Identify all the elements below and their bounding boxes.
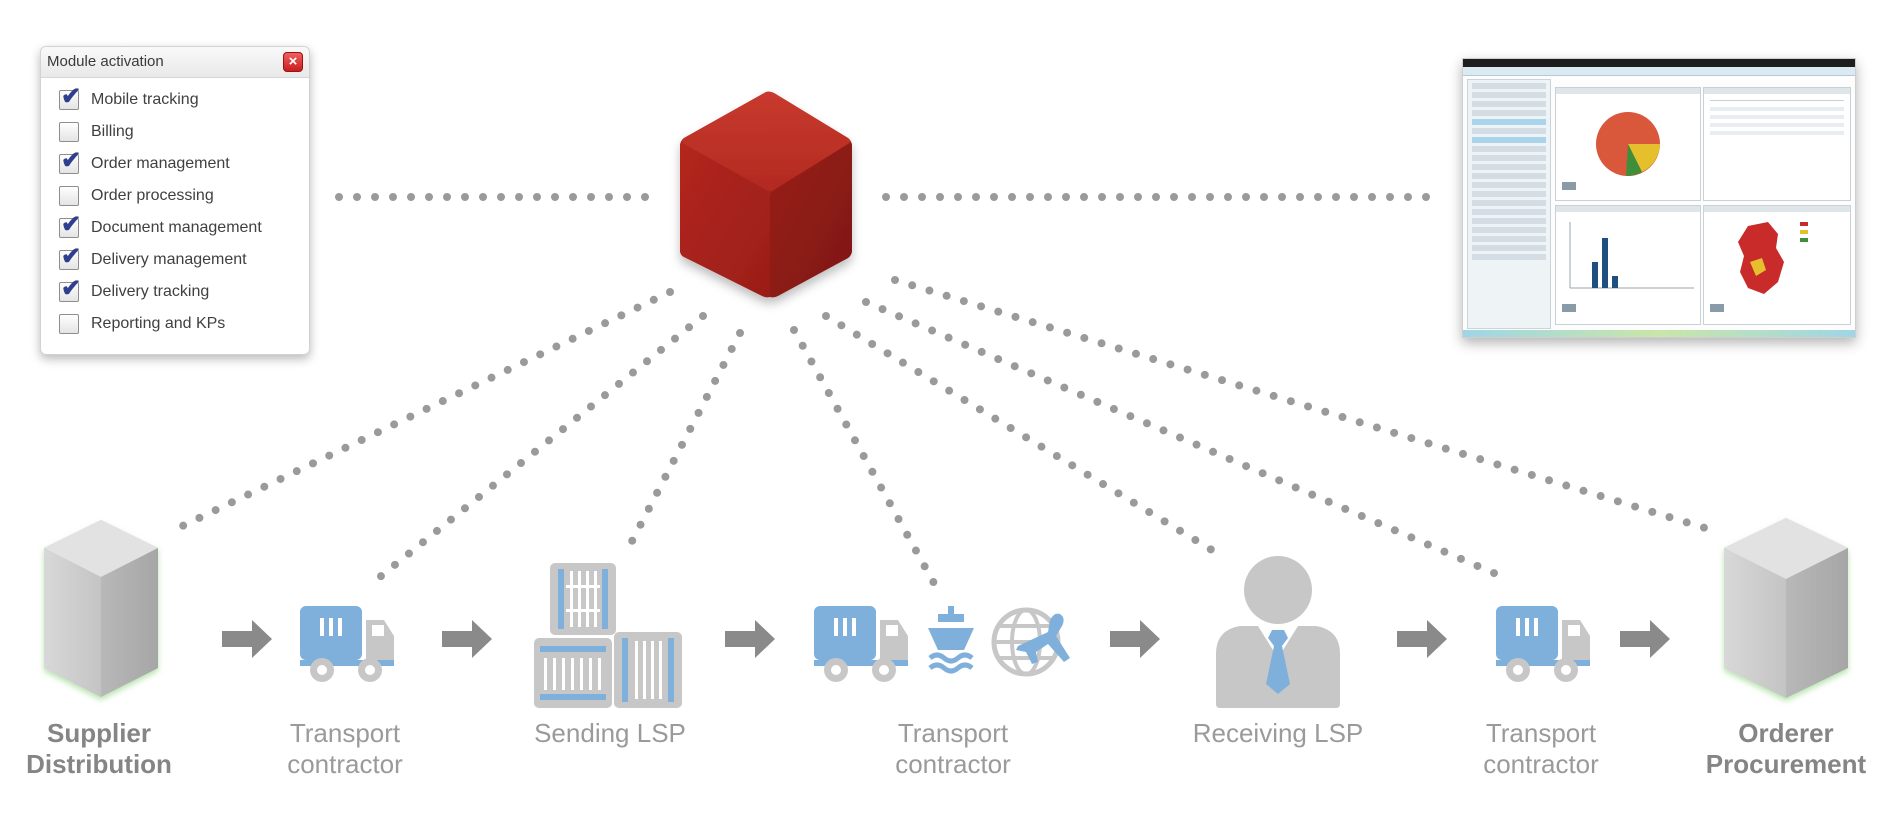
module-list: ✔ Mobile tracking Billing ✔ Order manage… [41, 78, 309, 340]
line-to-receiving-lsp [822, 312, 1229, 562]
dashboard-menubar [1463, 67, 1855, 76]
label-supplier: Supplier Distribution [14, 718, 184, 780]
truck-icon-1 [300, 606, 394, 682]
label-line: Transport [897, 718, 1009, 748]
module-label: Reporting and KPs [91, 315, 226, 332]
arrow-right-icon [1110, 620, 1160, 658]
label-line: contractor [1483, 749, 1599, 779]
label-transport-1: Transport contractor [260, 718, 430, 780]
panel-header: Module activation × [41, 47, 309, 78]
arrow-right-icon [1620, 620, 1670, 658]
label-line: contractor [895, 749, 1011, 779]
arrow-right-icon [725, 620, 775, 658]
truck-icon-3 [1496, 606, 1590, 682]
dashboard-titlebar [1463, 59, 1855, 67]
label-line: Supplier [46, 718, 151, 748]
ship-icon [928, 606, 974, 674]
checkbox-icon[interactable] [59, 314, 79, 334]
bar-chart-icon [1562, 222, 1694, 312]
dashboard-map-panel [1703, 205, 1851, 325]
label-transport-2: Transport contractor [868, 718, 1038, 780]
module-item-mobile-tracking[interactable]: ✔ Mobile tracking [41, 84, 309, 116]
dashboard-sidebar [1467, 79, 1551, 329]
line-to-transport-2 [790, 326, 939, 589]
checkbox-icon[interactable] [59, 186, 79, 206]
label-transport-3: Transport contractor [1456, 718, 1626, 780]
checkbox-icon[interactable]: ✔ [59, 85, 81, 110]
module-item-document-management[interactable]: ✔ Document management [41, 212, 309, 244]
map-icon [1710, 222, 1808, 312]
line-to-orderer [891, 276, 1709, 532]
checkbox-icon[interactable] [59, 122, 79, 142]
truck-icon-2 [814, 606, 908, 682]
module-item-delivery-tracking[interactable]: ✔ Delivery tracking [41, 276, 309, 308]
flow-arrows [222, 620, 1670, 658]
arrow-right-icon [1397, 620, 1447, 658]
server-icon-orderer [1724, 518, 1848, 698]
label-line: Sending LSP [534, 718, 686, 748]
line-to-supplier [166, 288, 674, 536]
label-line: Distribution [26, 749, 172, 779]
checkbox-icon[interactable]: ✔ [59, 245, 81, 270]
module-label: Billing [91, 123, 134, 140]
checkbox-icon[interactable]: ✔ [59, 213, 81, 238]
checkbox-icon[interactable]: ✔ [59, 277, 81, 302]
module-label: Document management [91, 219, 262, 236]
person-icon [1216, 556, 1340, 708]
line-to-transport-1 [366, 312, 707, 589]
checkmark-icon: ✔ [61, 83, 82, 110]
module-label: Mobile tracking [91, 91, 199, 108]
dashboard-statusbar [1463, 330, 1855, 337]
checkbox-icon[interactable]: ✔ [59, 149, 81, 174]
module-item-reporting-kps[interactable]: Reporting and KPs [41, 308, 309, 340]
pie-chart-icon [1562, 112, 1660, 190]
label-sending-lsp: Sending LSP [510, 718, 710, 749]
module-item-delivery-management[interactable]: ✔ Delivery management [41, 244, 309, 276]
module-item-order-management[interactable]: ✔ Order management [41, 148, 309, 180]
close-icon[interactable]: × [283, 52, 303, 72]
label-line: Transport [289, 718, 401, 748]
module-label: Delivery management [91, 251, 247, 268]
module-label: Order processing [91, 187, 214, 204]
panel-title: Module activation [47, 53, 164, 70]
red-cube-icon [680, 91, 852, 298]
line-to-sending-lsp [626, 329, 744, 549]
checkmark-icon: ✔ [61, 243, 82, 270]
label-orderer: Orderer Procurement [1686, 718, 1886, 780]
label-line: Receiving LSP [1192, 718, 1364, 748]
server-icon-supplier [44, 520, 158, 697]
dashboard-screenshot [1462, 58, 1856, 338]
label-line: Transport [1485, 718, 1597, 748]
module-label: Delivery tracking [91, 283, 210, 300]
checkmark-icon: ✔ [61, 147, 82, 174]
label-line: Procurement [1705, 749, 1867, 779]
module-label: Order management [91, 155, 230, 172]
checkmark-icon: ✔ [61, 275, 82, 302]
module-activation-panel: Module activation × ✔ Mobile tracking Bi… [40, 46, 310, 355]
label-receiving-lsp: Receiving LSP [1168, 718, 1388, 749]
label-line: contractor [287, 749, 403, 779]
dashboard-pie-panel [1555, 87, 1701, 201]
arrow-right-icon [442, 620, 492, 658]
label-line: Orderer [1738, 718, 1834, 748]
checkmark-icon: ✔ [61, 211, 82, 238]
dashboard-bar-panel [1555, 205, 1701, 325]
plane-globe-icon [991, 607, 1070, 677]
module-item-billing[interactable]: Billing [41, 116, 309, 148]
containers-icon [534, 563, 682, 708]
arrow-right-icon [222, 620, 272, 658]
module-item-order-processing[interactable]: Order processing [41, 180, 309, 212]
dashboard-table-panel [1703, 87, 1851, 201]
connection-lines [166, 193, 1709, 589]
